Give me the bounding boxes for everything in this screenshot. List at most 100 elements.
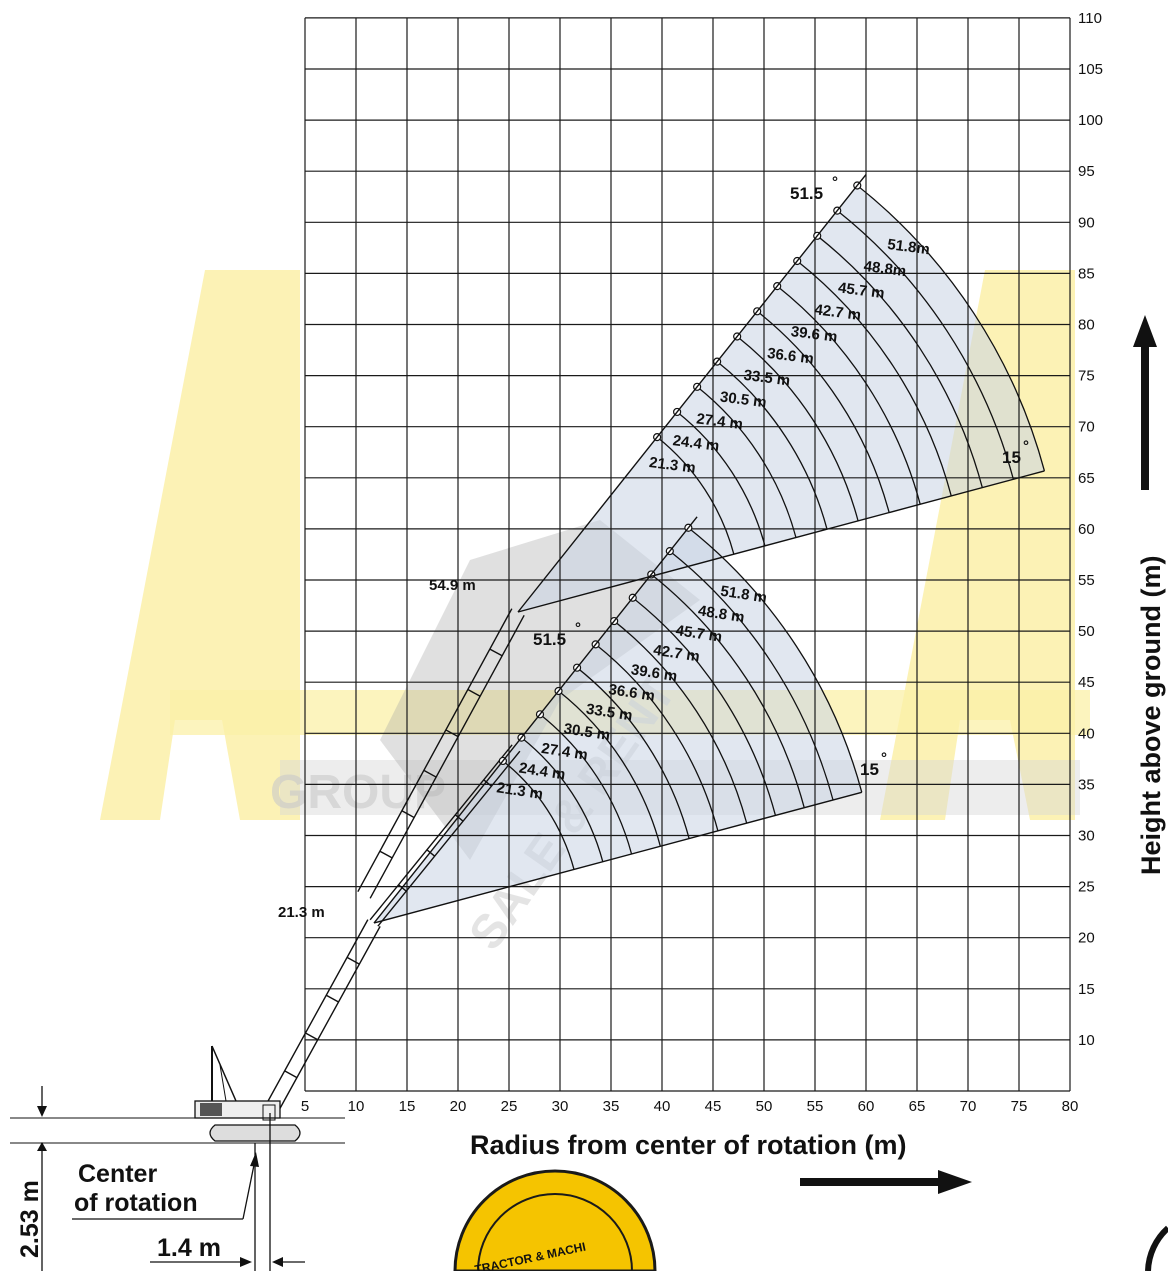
x-tick-label: 40 [654,1098,671,1115]
lower-jib-length-arc [558,690,661,847]
upper-jib-shade [518,185,1045,612]
upper-jib-length-arc [736,335,859,522]
lower-jib-length-label: 48.8 m [697,602,746,626]
upper-boom-lacing [445,729,459,738]
height-dimension-marker [37,1086,47,1271]
upper-boom-lacing [379,850,393,859]
y-tick-label: 60 [1078,521,1095,538]
lower-jib-length-arc [687,527,863,793]
lower-boom-length-label: 21.3 m [278,904,325,921]
jib-arcs [373,174,1046,924]
x-tick-label: 10 [348,1098,365,1115]
lower-jib-mast-chord [377,750,521,927]
watermark-logo-shape [380,520,700,860]
upper-jib-top-line [517,185,858,613]
upper-boom-chord [369,615,525,899]
x-tick-label: 75 [1011,1098,1028,1115]
upper-jib-length-label: 45.7 m [837,279,885,302]
svg-text:15: 15 [860,760,879,779]
upper-jib-length-arc [656,436,735,555]
lower-jib-length-arc [502,760,575,870]
y-tick-label: 110 [1078,10,1102,27]
x-direction-arrow [800,1170,972,1194]
watermark-seal-inner [477,1193,633,1271]
y-tick-label: 45 [1078,674,1095,691]
lower-jib-mast-chord [369,744,513,921]
upper-boom-lacing [423,769,437,778]
lower-boom-chord [275,926,381,1116]
upper-jib-length-label: 48.8m [863,258,907,280]
x-tick-label: 65 [909,1098,926,1115]
lower-jib-length-label: 45.7 m [675,622,724,646]
upper-jib-bottom-line [517,470,1045,613]
lower-boom-lacing [284,1070,298,1079]
x-tick-label: 5 [301,1098,309,1115]
lower-jib-tip [687,516,698,529]
x-tick-label: 25 [501,1098,518,1115]
upper-jib-length-arc [696,386,797,538]
y-tick-label: 95 [1078,163,1095,180]
y-tick-label: 105 [1078,61,1103,78]
svg-text:51.5: 51.5 [790,184,823,203]
y-tick-label: 20 [1078,930,1095,947]
y-tick-label: 30 [1078,828,1095,845]
lower-jib-length-label: 51.8 m [719,583,768,607]
y-tick-label: 80 [1078,317,1095,334]
svg-text:°: ° [881,750,887,767]
y-tick-label: 100 [1078,112,1103,129]
lower-jib-length-arc [669,550,834,801]
y-tick-label: 85 [1078,265,1095,282]
y-tick-labels: 1015202530354045505560657075808590951001… [1078,10,1103,1049]
upper-jib-length-label: 30.5 m [719,389,767,412]
center-of-rotation-label-line2: of rotation [74,1189,198,1217]
y-tick-label: 15 [1078,981,1095,998]
upper-jib-length-label: 33.5 m [743,367,791,390]
crane-base-icon [10,1045,345,1144]
y-direction-arrow [1133,315,1157,490]
upper-jib-length-arc [756,310,890,513]
x-tick-label: 30 [552,1098,569,1115]
working-range-shading [374,185,1045,923]
lower-jib-length-arc [521,737,604,862]
height-offset-label: 2.53 m [16,1180,44,1258]
lower-jib-length-arc [576,667,690,839]
upper-jib-length-label: 21.3 m [648,454,696,477]
lower-jib-mast-lacing [426,849,436,857]
jib-length-labels: 21.3 m24.4 m27.4 m30.5 m33.5 m36.6 m39.6… [495,236,930,803]
lower-boom-chord [263,919,369,1109]
radius-offset-label: 1.4 m [157,1234,221,1262]
chart-grid [304,17,1071,1092]
lower-jib-length-label: 30.5 m [563,720,612,744]
lower-jib-length-label: 27.4 m [540,740,589,764]
svg-text:15: 15 [1002,448,1021,467]
y-tick-label: 40 [1078,725,1095,742]
lower-jib-length-label: 24.4 m [518,760,567,784]
x-tick-label: 45 [705,1098,722,1115]
boom-structure [263,608,525,1116]
x-tick-label: 50 [756,1098,773,1115]
lower-jib-mast-lacing [483,779,492,787]
upper-jib-length-label: 51.8m [886,236,930,258]
lower-jib-length-arc [613,620,748,824]
x-tick-label: 20 [450,1098,467,1115]
lower-boom-lacing [346,956,360,965]
lower-boom-lacing [325,994,339,1003]
upper-bottom-angle-label: 15 ° [1002,438,1029,467]
x-tick-label: 15 [399,1098,416,1115]
upper-jib-length-label: 36.6 m [766,345,814,368]
upper-jib-length-arc [836,210,1014,480]
svg-text:°: ° [832,174,838,191]
lower-jib-length-label: 42.7 m [652,642,701,666]
svg-text:51.5: 51.5 [533,630,566,649]
upper-jib-length-arc [716,361,828,530]
x-tick-label: 70 [960,1098,977,1115]
lower-jib-length-label: 21.3 m [495,779,544,803]
upper-jib-length-label: 39.6 m [790,323,838,346]
y-tick-label: 35 [1078,776,1095,793]
y-tick-label: 90 [1078,214,1095,231]
svg-text:°: ° [1023,438,1029,455]
y-tick-label: 10 [1078,1032,1095,1049]
y-tick-label: 75 [1078,368,1095,385]
upper-jib-length-label: 42.7 m [813,301,861,324]
y-tick-label: 50 [1078,623,1095,640]
